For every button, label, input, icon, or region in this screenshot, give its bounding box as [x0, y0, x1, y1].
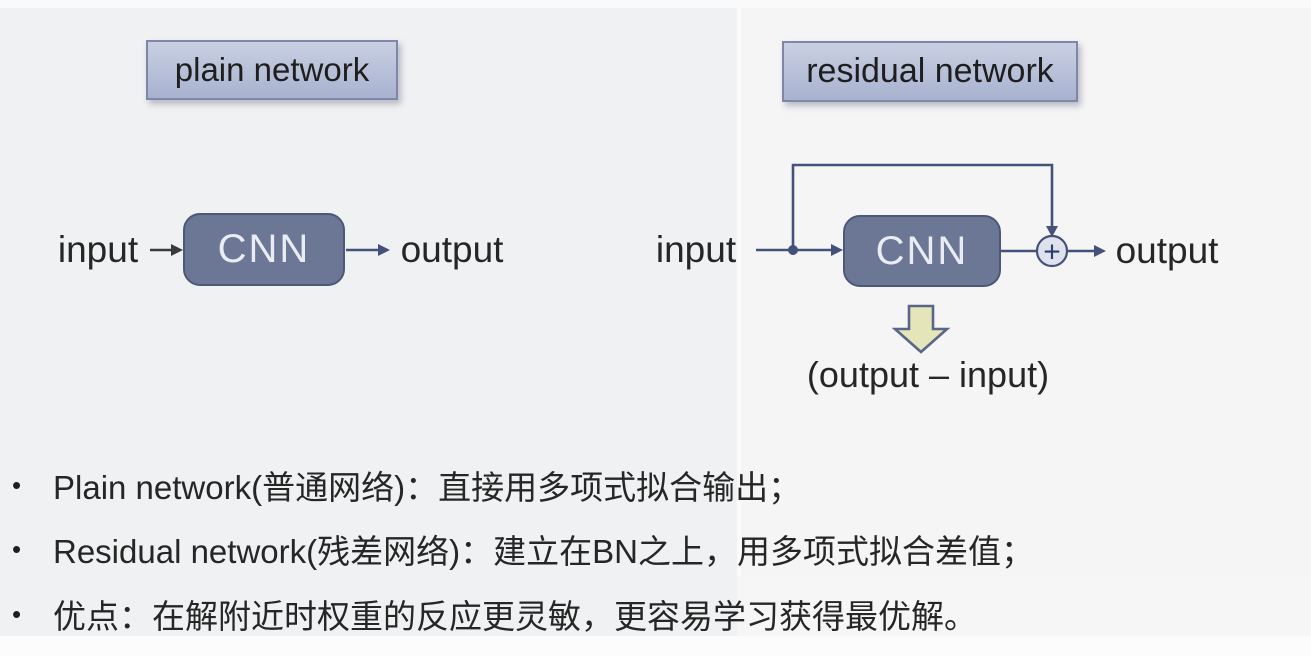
- plain-cnn-box: CNN: [183, 213, 345, 286]
- bullet-item: • 优点：在解附近时权重的反应更灵敏，更容易学习获得最优解。: [12, 590, 1292, 638]
- residual-network-title: residual network: [806, 52, 1054, 90]
- plain-input-label: input: [57, 229, 139, 270]
- bullet-dot-icon: •: [12, 469, 22, 500]
- bullet-dot-icon: •: [12, 598, 22, 629]
- bullet-dot-icon: •: [12, 533, 22, 564]
- residual-cnn-box: CNN: [843, 215, 1001, 287]
- bullet-text: 优点：在解附近时权重的反应更灵敏，更容易学习获得最优解。: [53, 598, 977, 635]
- plain-cnn-label: CNN: [217, 227, 311, 271]
- bullet-text: Plain network(普通网络)：直接用多项式拟合输出；: [53, 469, 802, 506]
- residual-panel-lower-background: [737, 577, 1311, 636]
- residual-caption: (output – input): [806, 354, 1050, 395]
- bullet-item: • Residual network(残差网络)：建立在BN之上，用多项式拟合差…: [12, 525, 1292, 573]
- plain-output-label: output: [400, 229, 504, 270]
- plain-output-arrow: [346, 244, 390, 256]
- residual-cnn-label: CNN: [875, 228, 969, 273]
- residual-panel-background: [737, 8, 1311, 577]
- residual-network-title-box: residual network: [782, 41, 1078, 102]
- bullet-text: Residual network(残差网络)：建立在BN之上，用多项式拟合差值；: [53, 533, 1034, 570]
- bullet-item: • Plain network(普通网络)：直接用多项式拟合输出；: [12, 461, 1292, 509]
- top-margin-strip: [0, 0, 1311, 8]
- bottom-margin-strip: [0, 636, 1311, 656]
- residual-input-label: input: [655, 229, 737, 270]
- plain-network-title-box: plain network: [146, 40, 398, 100]
- residual-output-label: output: [1115, 230, 1219, 271]
- plain-network-title: plain network: [174, 51, 370, 88]
